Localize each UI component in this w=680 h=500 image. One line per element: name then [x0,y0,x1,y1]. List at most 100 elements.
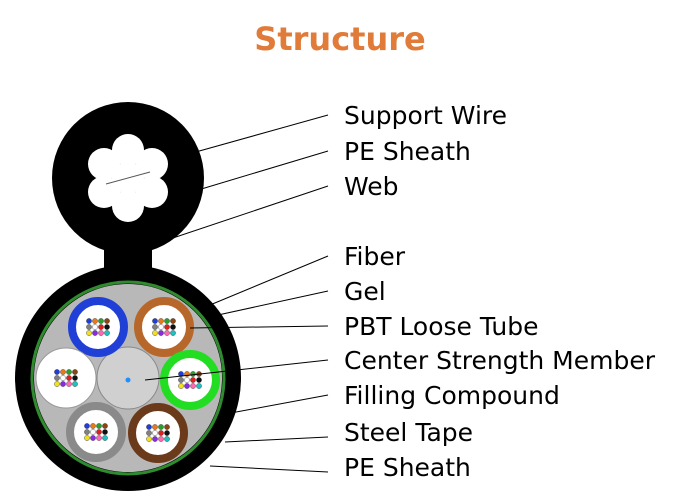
fiber [72,375,78,381]
fiber [54,375,60,381]
fiber [164,424,170,430]
fiber [96,429,102,435]
fiber [102,423,108,429]
fiber [158,330,164,336]
fiber [158,424,164,430]
fiber [86,330,92,336]
fiber [152,436,158,442]
fiber [54,369,60,375]
loose-tube-orange [134,297,194,357]
loose-tubes [35,297,220,463]
gel [75,411,117,453]
fiber [90,423,96,429]
label-gel: Gel [344,277,386,306]
fiber [170,318,176,324]
fiber [60,369,66,375]
leader-outer-pe-sheath [209,465,329,473]
fiber [92,318,98,324]
fiber [190,377,196,383]
fiber [152,424,158,430]
leader-filling-compound [219,394,329,416]
leader-steel-tape [224,436,329,443]
leader-gel [217,290,329,316]
fiber [102,435,108,441]
gel [169,359,211,401]
label-upper-pe-sheath: PE Sheath [344,137,471,166]
gel [143,306,185,348]
support-wire-outer-strands [88,134,168,222]
label-pbt-loose-tube: PBT Loose Tube [344,312,539,341]
label-outer-pe-sheath: PE Sheath [344,453,471,482]
fiber [158,318,164,324]
fiber [66,375,72,381]
fiber [170,330,176,336]
fiber [54,381,60,387]
fiber [84,423,90,429]
fiber [164,318,170,324]
leader-pbt-loose-tube [189,325,329,329]
fiber [72,369,78,375]
label-web: Web [344,172,399,201]
leader-fiber [209,255,329,306]
tube-outline [35,347,97,409]
fiber [178,371,184,377]
fiber [164,330,170,336]
gel [45,357,87,399]
fiber [152,330,158,336]
fiber [98,324,104,330]
fiber [196,377,202,383]
label-filling-compound: Filling Compound [344,381,560,410]
fiber [146,436,152,442]
loose-tube-white [35,347,97,409]
fiber [190,383,196,389]
gel [137,412,179,454]
fiber [164,436,170,442]
fiber [164,430,170,436]
fiber [190,371,196,377]
fiber [158,324,164,330]
leader-web [151,185,329,246]
leader-upper-pe-sheath [197,150,329,191]
label-steel-tape: Steel Tape [344,418,474,447]
fiber [178,377,184,383]
leader-support-wire [184,114,329,156]
fiber [170,324,176,330]
fiber [86,324,92,330]
fiber [98,318,104,324]
fiber [104,318,110,324]
fiber [98,330,104,336]
fiber [60,381,66,387]
fiber [158,430,164,436]
diagram-title: Structure [254,20,426,58]
fiber [90,435,96,441]
loose-tube-green [160,350,220,410]
label-support-wire: Support Wire [344,101,508,130]
fiber [90,429,96,435]
loose-tube-blue [68,297,128,357]
loose-tube-gray [66,402,126,462]
fiber [146,424,152,430]
leader-center-strength-member [144,359,329,381]
fiber [104,330,110,336]
fiber [104,324,110,330]
leader-lines [144,114,329,473]
label-fiber: Fiber [344,242,406,271]
loose-tube-brown [128,403,188,463]
fiber [196,383,202,389]
fiber [102,429,108,435]
label-center-strength-member: Center Strength Member [344,346,656,375]
gel [77,306,119,348]
center-dot [125,377,131,383]
fiber [158,436,164,442]
fiber [184,377,190,383]
fiber [96,435,102,441]
fiber [92,330,98,336]
fiber [72,381,78,387]
fiber [164,324,170,330]
fiber [92,324,98,330]
fiber [178,383,184,389]
fiber [146,430,152,436]
fiber [66,369,72,375]
fiber [86,318,92,324]
